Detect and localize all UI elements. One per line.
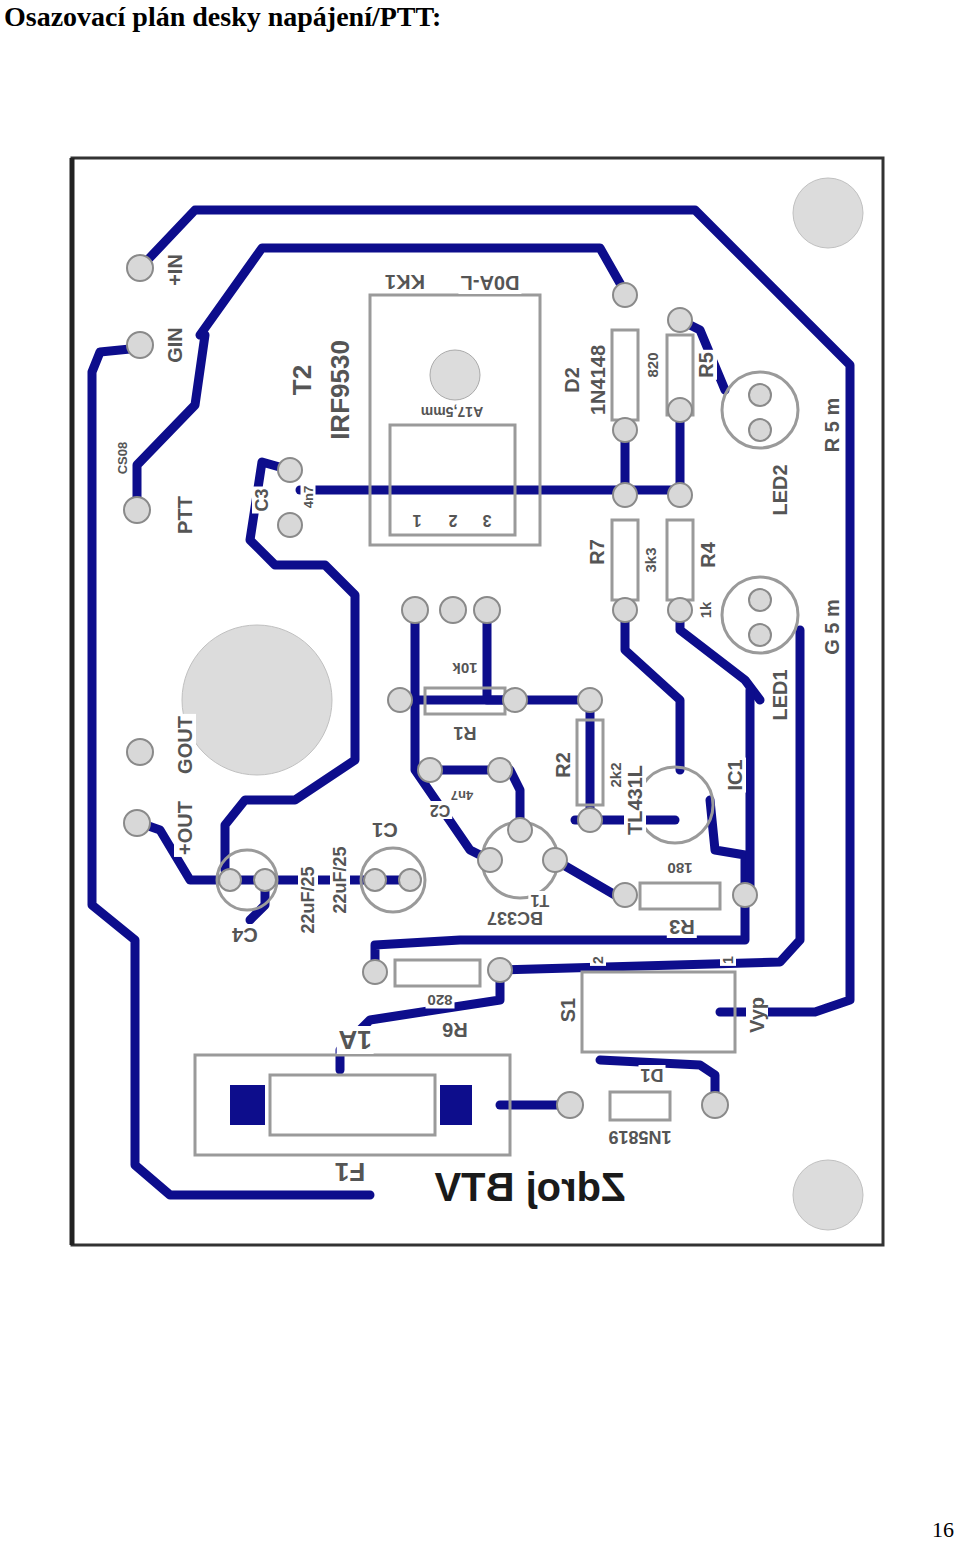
mounting-hole (793, 178, 863, 248)
silkscreen-label: +OUT (174, 799, 196, 857)
silkscreen-label: IC1 (724, 757, 746, 792)
silkscreen-label: 2k2 (607, 760, 624, 789)
board-marking: Zdroj BTV (432, 1166, 627, 1208)
silkscreen-label: 4n7 (449, 788, 475, 803)
silkscreen-label: S1 (557, 996, 579, 1024)
silkscreen-label: D0A-L (459, 272, 522, 294)
component-outlines (195, 295, 798, 1155)
board-outline (72, 158, 883, 1245)
silkscreen-label: 1N5819 (606, 1127, 673, 1147)
silkscreen-label: 820 (644, 350, 661, 379)
silkscreen-label: 22uF/25 (330, 844, 350, 915)
silkscreen-label: 10k (450, 660, 479, 677)
page-title: Osazovací plán desky napájení/PTT: (4, 2, 441, 33)
silkscreen-label: GOUT (174, 714, 196, 776)
silkscreen-label: GIN (164, 325, 186, 365)
silkscreen-label: 3k3 (642, 545, 659, 574)
fuse-pad (230, 1085, 265, 1125)
silkscreen-label: KK1 (383, 271, 427, 293)
silkscreen-label: TL431L (624, 763, 646, 837)
silkscreen-label: 820 (425, 992, 454, 1009)
silkscreen-label: 3 (481, 511, 494, 529)
silkscreen-label: 4n7 (301, 484, 316, 510)
silkscreen-label: C3 (252, 486, 272, 513)
silkscreen-label: C2 (428, 801, 452, 819)
silkscreen-label: 22uF/25 (298, 864, 318, 935)
silkscreen-label: R6 (440, 1019, 470, 1041)
silkscreen-label: 1 (411, 511, 424, 529)
silkscreen-label: 2 (590, 954, 606, 966)
silkscreen-label: 1N4148 (587, 343, 609, 417)
silkscreen-label: 1A (336, 1026, 373, 1054)
silkscreen-label: R2 (552, 750, 574, 780)
silkscreen-label: R 5 m (821, 396, 843, 454)
silkscreen-label: 1k (697, 600, 714, 621)
page-number: 16 (930, 1518, 956, 1542)
mounting-hole (793, 1160, 863, 1230)
fuse-pad (440, 1085, 472, 1125)
mounting-hole (430, 350, 480, 400)
silkscreen-label: IRF9530 (326, 338, 354, 442)
silkscreen-label: C1 (370, 819, 400, 841)
silkscreen-label: R1 (451, 723, 478, 743)
silkscreen-label: LED2 (769, 462, 791, 517)
silkscreen-label: CS08 (115, 440, 130, 477)
silkscreen-label: BC337 (485, 908, 545, 928)
board-edge (70, 158, 75, 1245)
silkscreen-label: R3 (667, 916, 697, 938)
silkscreen-label: C4 (230, 924, 260, 946)
silkscreen-label: 180 (665, 860, 694, 877)
silkscreen-label: R5 (695, 350, 717, 380)
silkscreen-label: 2 (447, 511, 460, 529)
mounting-hole (182, 625, 332, 775)
silkscreen-label: T1 (529, 891, 552, 909)
silkscreen-label: Vyp (746, 995, 768, 1035)
silkscreen-label: PTT (174, 494, 196, 536)
silkscreen-label: F1 (333, 1158, 367, 1186)
silkscreen-label: A17,5mm (419, 404, 485, 420)
silkscreen-label: R7 (586, 537, 608, 567)
silkscreen-label: LED1 (769, 667, 791, 722)
silkscreen-label: R4 (697, 540, 719, 570)
copper-traces (92, 210, 850, 1195)
silkscreen-label: D2 (561, 365, 583, 395)
silkscreen-label: D1 (638, 1065, 665, 1085)
silkscreen-label: +IN (164, 252, 186, 288)
silkscreen-label: G 5 m (821, 597, 843, 657)
solder-pads (124, 255, 771, 1118)
silkscreen-label: 1 (720, 954, 736, 966)
silkscreen-label: T2 (288, 363, 316, 397)
